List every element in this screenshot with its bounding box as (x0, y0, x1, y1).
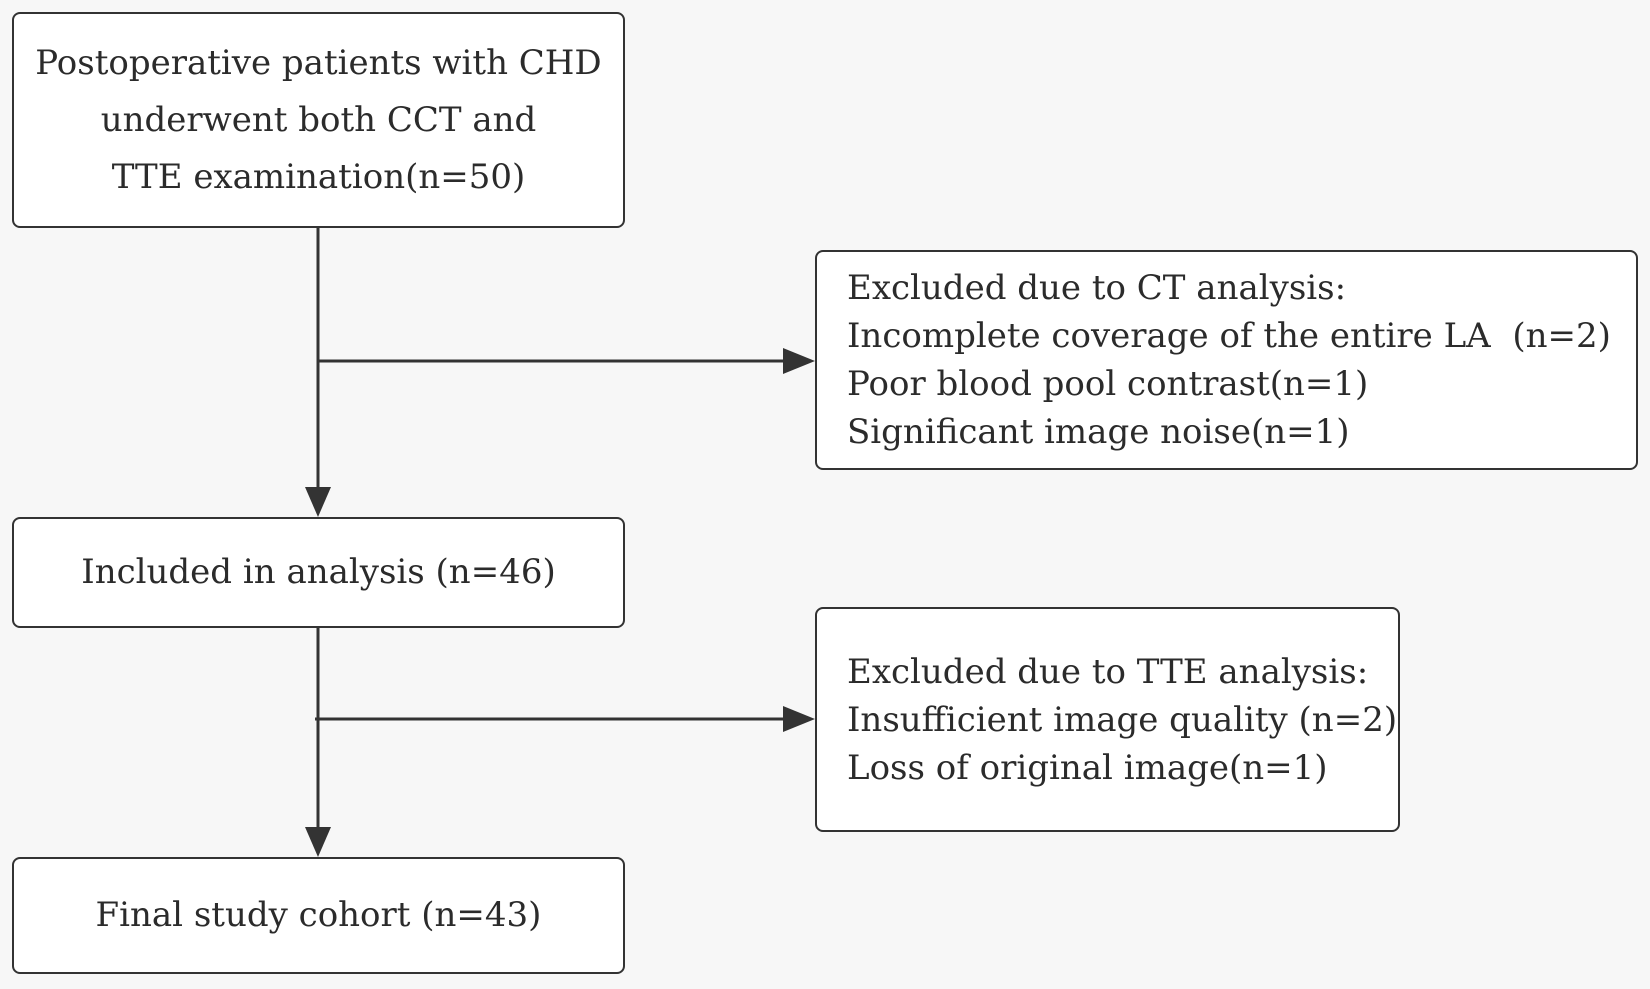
arrowhead-excl-ct (783, 348, 815, 374)
tte-exclusion-reason: Loss of original image(n=1) (847, 747, 1328, 788)
start-box: Postoperative patients with CHD underwen… (12, 12, 625, 228)
final-cohort-label: Final study cohort (n=43) (95, 895, 542, 935)
ct-exclusion-box: Excluded due to CT analysis: Incomplete … (815, 250, 1638, 470)
tte-exclusion-heading: Excluded due to TTE analysis: (847, 651, 1369, 692)
arrowhead-excl-tte (783, 706, 815, 732)
start-line: TTE examination(n=50) (111, 156, 526, 197)
final-cohort-box: Final study cohort (n=43) (12, 857, 625, 974)
ct-exclusion-reason: Significant image noise(n=1) (847, 412, 1350, 452)
ct-exclusion-reason: Incomplete coverage of the entire LA (n=… (847, 316, 1611, 356)
start-line: Postoperative patients with CHD (35, 42, 602, 83)
tte-exclusion-reason: Insufficient image quality (n=2) (847, 699, 1398, 740)
included-box: Included in analysis (n=46) (12, 517, 625, 628)
ct-exclusion-reason: Poor blood pool contrast(n=1) (847, 364, 1369, 404)
tte-exclusion-box: Excluded due to TTE analysis: Insufficie… (815, 607, 1400, 832)
included-label: Included in analysis (n=46) (81, 552, 556, 592)
start-line: underwent both CCT and (100, 99, 537, 140)
arrowhead-included (305, 487, 331, 517)
ct-exclusion-heading: Excluded due to CT analysis: (847, 268, 1347, 308)
arrowhead-final (305, 827, 331, 857)
